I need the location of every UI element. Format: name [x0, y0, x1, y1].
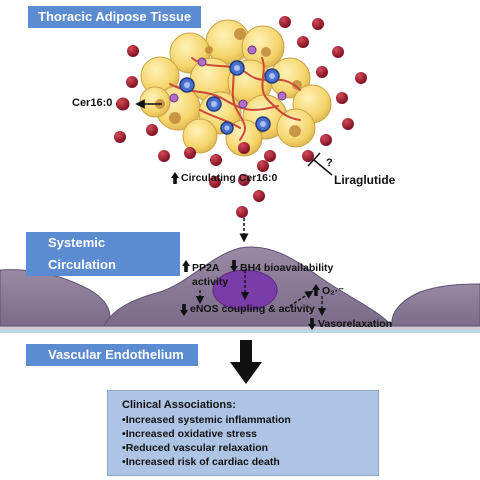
list-item: Increased oxidative stress	[122, 427, 364, 441]
ceramide-molecule-icon	[116, 97, 130, 111]
clinical-associations-title: Clinical Associations:	[122, 399, 236, 411]
vessel-lumen-edge	[0, 330, 480, 333]
superoxide-label: O₂·⁻	[322, 285, 344, 297]
change-indicators	[171, 172, 320, 330]
banner-systemic-circulation: Systemic Circulation	[26, 232, 180, 276]
endothelial-cell-right	[391, 283, 480, 327]
enos-label: eNOS coupling & activity	[190, 303, 315, 315]
basement-membrane	[0, 324, 480, 332]
cer16-label: Cer16:0	[72, 97, 113, 109]
down-arrow-icon	[180, 304, 188, 316]
up-arrow-icon	[171, 172, 179, 184]
bh4-label: BH4 bioavailability	[240, 262, 334, 274]
up-arrow-icon	[312, 284, 320, 296]
macrophage-cells	[169, 45, 287, 109]
pp2a-activity-label: activity	[192, 276, 229, 288]
clinical-associations-box: Clinical Associations: Increased systemi…	[107, 390, 379, 476]
adipocyte-cluster	[139, 19, 332, 157]
up-arrow-icon	[182, 260, 190, 272]
vasorelaxation-label: Vasorelaxation	[318, 318, 393, 330]
pathway-arrows	[195, 270, 327, 317]
list-item: Increased risk of cardiac death	[122, 455, 364, 469]
endothelial-cell-left	[0, 269, 111, 327]
down-arrow-icon	[230, 260, 238, 272]
list-item: Reduced vascular relaxation	[122, 441, 364, 455]
banner-thoracic-adipose-tissue: Thoracic Adipose Tissue	[28, 6, 202, 28]
pp2a-label: PP2A	[192, 262, 220, 274]
liraglutide-inhibition	[307, 152, 333, 176]
banner-vascular-endothelium: Vascular Endothelium	[26, 344, 198, 366]
down-arrow-icon	[308, 318, 316, 330]
clinical-associations-list: Increased systemic inflammation Increase…	[122, 413, 364, 469]
circulating-cer16-label: Circulating Cer16:0	[181, 172, 278, 184]
list-item: Increased systemic inflammation	[122, 413, 364, 427]
large-down-arrow-icon	[230, 340, 262, 384]
stromal-cell-nuclei	[184, 65, 275, 131]
question-mark: ?	[326, 157, 333, 169]
liraglutide-label: Liraglutide	[334, 173, 396, 187]
